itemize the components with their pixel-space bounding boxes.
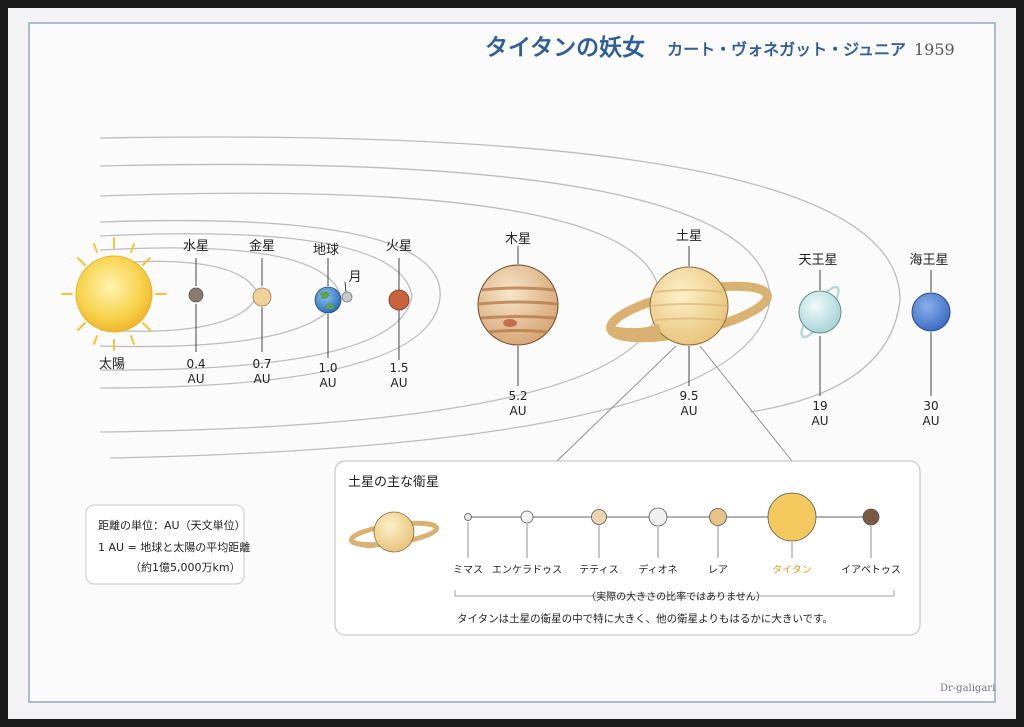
callout-lines (556, 345, 793, 462)
distance-labels: 0.4 AU 0.7 AU 1.0 AU 1.5 AU 5.2 AU 9.5 A… (186, 357, 939, 428)
titan-caption: タイタンは土星の衛星の中で特に大きく、他の衛星よりもはるかに大きいです。 (457, 612, 833, 625)
saturn (606, 266, 772, 346)
moon-label: 月 (348, 270, 361, 285)
sun (61, 237, 167, 351)
mars (388, 289, 410, 311)
book-title: タイタンの妖女 (485, 35, 646, 61)
unit-mars: AU (391, 376, 408, 390)
planet-name-earth: 地球 (313, 243, 339, 258)
distance-earth: 1.0 (318, 361, 337, 375)
orbit-mars (99, 219, 441, 389)
sun-label: 太陽 (99, 357, 125, 372)
moon-label-rhea: レア (708, 565, 728, 576)
moon-dot-dione (648, 507, 668, 527)
planet-name-neptune: 海王星 (909, 253, 948, 268)
planet-name-uranus: 天王星 (798, 253, 837, 268)
distance-mercury: 0.4 (186, 357, 205, 371)
sun-rays (61, 237, 167, 351)
planet-name-jupiter: 木星 (505, 232, 531, 247)
distance-uranus: 19 (812, 399, 827, 413)
note-bracket (454, 590, 895, 597)
distance-jupiter: 5.2 (508, 389, 527, 403)
moon-dot-rhea (709, 508, 727, 526)
distance-saturn: 9.5 (679, 389, 698, 403)
moons-panel-title: 土星の主な衛星 (348, 475, 439, 490)
planet-name-saturn: 土星 (676, 229, 702, 244)
distance-mars: 1.5 (389, 361, 408, 375)
moon-dot-tethys (591, 509, 607, 525)
planet-name-mars: 火星 (386, 239, 412, 254)
unit-box-line2: 1 AU = 地球と太陽の平均距離 (98, 540, 250, 554)
orbit-uranus (99, 136, 901, 413)
moon-label-enceladus: エンケラドゥス (492, 564, 562, 576)
moon-dot-titan (767, 492, 817, 542)
distance-neptune: 30 (923, 399, 938, 413)
leader-lines (195, 246, 932, 396)
header: タイタンの妖女 カート・ヴォネガット・ジュニア 1959 (485, 28, 955, 62)
moon-label-titan: タイタン (772, 564, 812, 576)
size-note: （実際の大きさの比率ではありません） (586, 590, 766, 603)
unit-mercury: AU (188, 372, 205, 386)
moon-dot-mimas (464, 513, 472, 521)
page-frame (8, 8, 1016, 719)
unit-jupiter: AU (510, 404, 527, 418)
jupiter (477, 264, 559, 346)
moon-label-tethys: テティス (579, 565, 618, 576)
orbit-jupiter (99, 192, 661, 433)
moon-dot-iapetus (862, 508, 880, 526)
earth-land (320, 291, 334, 310)
unit-box (85, 504, 245, 585)
neptune (911, 292, 951, 332)
orbit-venus (99, 247, 341, 348)
unit-uranus: AU (812, 414, 829, 428)
orbit-earth (99, 233, 413, 371)
book-author: カート・ヴォネガット・ジュニア (667, 40, 906, 59)
saturn-small (348, 511, 440, 553)
sun-body (75, 255, 153, 333)
planet-name-mercury: 水星 (183, 239, 209, 254)
unit-saturn: AU (681, 404, 698, 418)
credit: Dr-galigari (940, 683, 996, 694)
moon-label-dione: ディオネ (638, 563, 677, 576)
uranus (798, 285, 842, 339)
moon-label-mimas: ミマス (453, 565, 483, 576)
earth (314, 286, 342, 314)
distance-venus: 0.7 (252, 357, 271, 371)
moon-labels: ミマス エンケラドゥス テティス ディオネ レア タイタン イアペトゥス (453, 563, 901, 576)
unit-box-line3: （約1億5,000万km） (130, 560, 241, 574)
moon-dot-enceladus (520, 510, 534, 524)
book-year: 1959 (913, 40, 955, 59)
moon-ticks (467, 522, 872, 558)
moon-label-iapetus: イアペトゥス (841, 565, 901, 576)
unit-venus: AU (254, 372, 271, 386)
venus (252, 287, 272, 307)
moon (341, 291, 353, 303)
moon-dots (464, 492, 880, 542)
mercury (188, 287, 204, 303)
unit-neptune: AU (923, 414, 940, 428)
unit-box-line1: 距離の単位：AU（天文単位） (98, 518, 246, 532)
unit-earth: AU (320, 376, 337, 390)
planet-name-venus: 金星 (249, 238, 275, 254)
